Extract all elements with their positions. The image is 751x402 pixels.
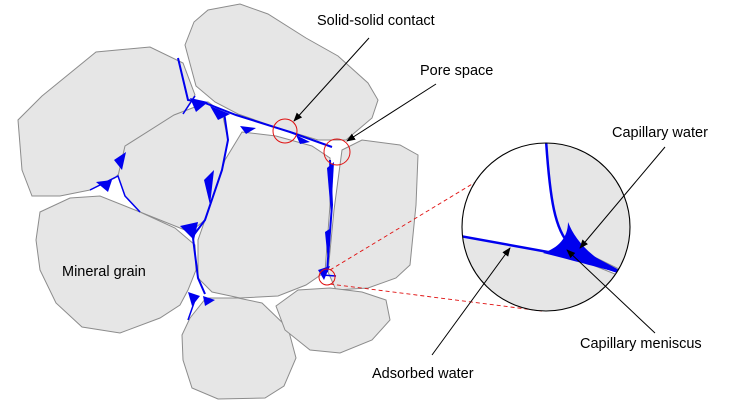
label-pore-space: Pore space: [420, 63, 493, 79]
grain-right-middle: [327, 139, 419, 291]
label-capillary-meniscus: Capillary meniscus: [580, 336, 702, 352]
arrow-capillary-meniscus: [566, 249, 656, 334]
zoom-leader-bottom: [329, 283, 543, 312]
grain-top-center: [184, 3, 379, 141]
capillary-wedge: [210, 106, 230, 120]
pore-space-marker: [323, 138, 351, 166]
arrow-pore-space: [346, 83, 437, 142]
capillary-wedge: [180, 222, 198, 240]
labels: Solid-solid contact Pore space Capillary…: [62, 13, 708, 382]
mineral-grains: [17, 3, 419, 400]
capillary-wedge: [188, 292, 200, 306]
meniscus-source-marker: [318, 268, 336, 286]
arrow-capillary-water: [579, 146, 666, 249]
solid-contact-marker: [272, 118, 298, 144]
label-adsorbed-water: Adsorbed water: [372, 366, 474, 382]
grain-bottom-right: [275, 287, 391, 354]
grain-lower-left: [35, 195, 197, 334]
label-mineral-grain: Mineral grain: [62, 264, 146, 280]
capillary-wedge: [96, 180, 112, 192]
capillary-wedge: [327, 162, 334, 215]
grain-bottom-center: [181, 297, 297, 400]
water-film: [192, 237, 206, 295]
water-film: [192, 111, 230, 237]
capillary-wedge: [114, 152, 126, 170]
capillary-wedge: [204, 170, 214, 205]
label-solid-contact: Solid-solid contact: [317, 13, 435, 29]
arrow-adsorbed-water: [431, 247, 511, 356]
zoom-leader-top: [329, 165, 503, 271]
callout-arrows: [293, 37, 666, 356]
label-capillary-water: Capillary water: [612, 125, 708, 141]
capillary-wedge: [240, 126, 256, 134]
capillary-wedge: [190, 98, 208, 112]
capillary-wedge: [296, 135, 310, 144]
capillary-wedge: [203, 296, 215, 306]
arrow-solid-contact: [293, 37, 370, 122]
capillary-wedge: [325, 228, 331, 262]
